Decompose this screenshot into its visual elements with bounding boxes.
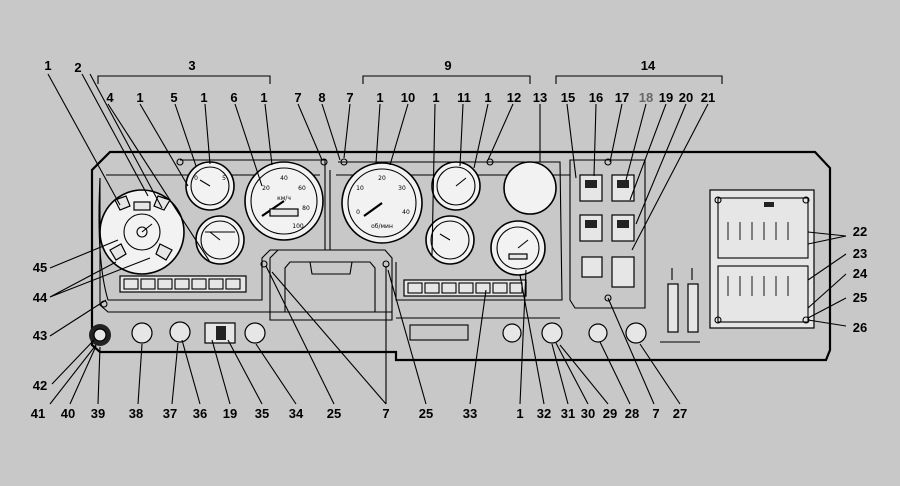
tachometer-scale-label: 30: [398, 185, 406, 192]
tachometer-scale-label: 10: [356, 185, 364, 192]
callout-label: 4: [106, 90, 114, 105]
callout-label: 21: [701, 90, 715, 105]
lower-controls: [89, 321, 647, 346]
callout-label: 13: [533, 90, 547, 105]
callout-label: 38: [129, 406, 143, 421]
callout-label: 42: [33, 378, 47, 393]
speedometer-unit: км/ч: [277, 195, 291, 202]
callout-label: 22: [853, 224, 867, 239]
callout-label: 1: [516, 406, 523, 421]
tachometer-scale-label: 20: [378, 175, 386, 182]
callout-label: 2: [74, 60, 81, 75]
callout-label: 23: [853, 246, 867, 261]
leader-lines: [47, 73, 847, 405]
gauge-lower-center: [425, 215, 475, 265]
group-label-set: 3 9 14: [188, 58, 656, 73]
speedometer-scale-label: 80: [302, 205, 310, 212]
tachometer-scale-label: 40: [402, 209, 410, 216]
callout-label: 7: [346, 90, 353, 105]
callout-label: 25: [853, 290, 867, 305]
callout-label: 18: [639, 90, 653, 105]
callout-label: 10: [401, 90, 415, 105]
tachometer: 0 10 20 30 40 об/мин: [341, 162, 423, 244]
callout-label: 1: [136, 90, 143, 105]
callout-label: 33: [463, 406, 477, 421]
switch-block: [579, 174, 635, 288]
gauge-scale-label: 5: [222, 175, 226, 182]
callout-label: 26: [853, 320, 867, 335]
callout-label: 36: [193, 406, 207, 421]
right-label-set: 22 23 24 25 26: [853, 224, 868, 335]
callout-label: 30: [581, 406, 595, 421]
callout-label: 19: [223, 406, 237, 421]
group-brackets: [97, 75, 723, 84]
callout-label: 14: [641, 58, 656, 73]
callout-label: 1: [44, 58, 51, 73]
callout-label: 35: [255, 406, 269, 421]
callout-label: 1: [200, 90, 207, 105]
callout-label: 8: [318, 90, 325, 105]
gauge-upper-left: 0 5: [185, 161, 235, 211]
warning-lamp-strip-left: [119, 275, 247, 293]
callout-label: 29: [603, 406, 617, 421]
callout-label: 16: [589, 90, 603, 105]
callout-label: 5: [170, 90, 177, 105]
callout-label: 1: [484, 90, 491, 105]
callout-label: 12: [507, 90, 521, 105]
gauge-32: [490, 220, 546, 276]
speedometer-scale-label: 100: [292, 223, 304, 230]
tachometer-scale-label: 0: [356, 209, 360, 216]
callout-label: 17: [615, 90, 629, 105]
gauge-blank-13: [503, 161, 557, 215]
tachometer-unit: об/мин: [371, 223, 393, 230]
callout-label: 7: [652, 406, 659, 421]
callout-label: 3: [188, 58, 195, 73]
fuse-box: [709, 189, 815, 329]
callout-label: 41: [31, 406, 45, 421]
callout-label: 25: [419, 406, 433, 421]
speedometer: 20 40 60 80 100 км/ч: [244, 161, 324, 241]
mounting-screws: [100, 158, 810, 324]
callout-label: 45: [33, 260, 47, 275]
speedometer-scale-label: 40: [280, 175, 288, 182]
callout-label: 43: [33, 328, 47, 343]
callout-label: 31: [561, 406, 575, 421]
callout-label: 1: [260, 90, 267, 105]
speedometer-scale-label: 60: [298, 185, 306, 192]
callout-label: 28: [625, 406, 639, 421]
callout-label: 24: [853, 266, 868, 281]
combination-gauge-cluster: [99, 189, 185, 275]
callout-label: 39: [91, 406, 105, 421]
callout-label: 11: [457, 90, 471, 105]
callout-label: 20: [679, 90, 693, 105]
callout-label: 1: [432, 90, 439, 105]
gauge-scale-label: 0: [194, 175, 198, 182]
callout-label: 44: [33, 290, 48, 305]
callout-label: 9: [444, 58, 451, 73]
gauge-lower-left: [195, 215, 245, 265]
callout-label: 40: [61, 406, 75, 421]
callout-label: 25: [327, 406, 341, 421]
side-strips: [660, 268, 700, 343]
callout-label: 7: [382, 406, 389, 421]
gauge-11: [431, 161, 481, 211]
callout-label: 1: [376, 90, 383, 105]
callout-label: 15: [561, 90, 575, 105]
bottom-label-set: 40 39 38 37 36 19 35 34 25 7 25 33 1 32 …: [61, 406, 687, 421]
callout-label: 6: [230, 90, 237, 105]
callout-label: 7: [294, 90, 301, 105]
callout-label: 27: [673, 406, 687, 421]
callout-label: 32: [537, 406, 551, 421]
left-label-set: 45 44 43 42 41: [31, 260, 48, 421]
speedometer-scale-label: 20: [262, 185, 270, 192]
top-label-set: 1 2 4 1 5 1 6 1 7 8 7 1 10 1 11 1 12 13 …: [44, 58, 715, 105]
callout-label: 19: [659, 90, 673, 105]
warning-lamp-strip-center: [403, 279, 527, 297]
callout-label: 37: [163, 406, 177, 421]
callout-label: 34: [289, 406, 304, 421]
